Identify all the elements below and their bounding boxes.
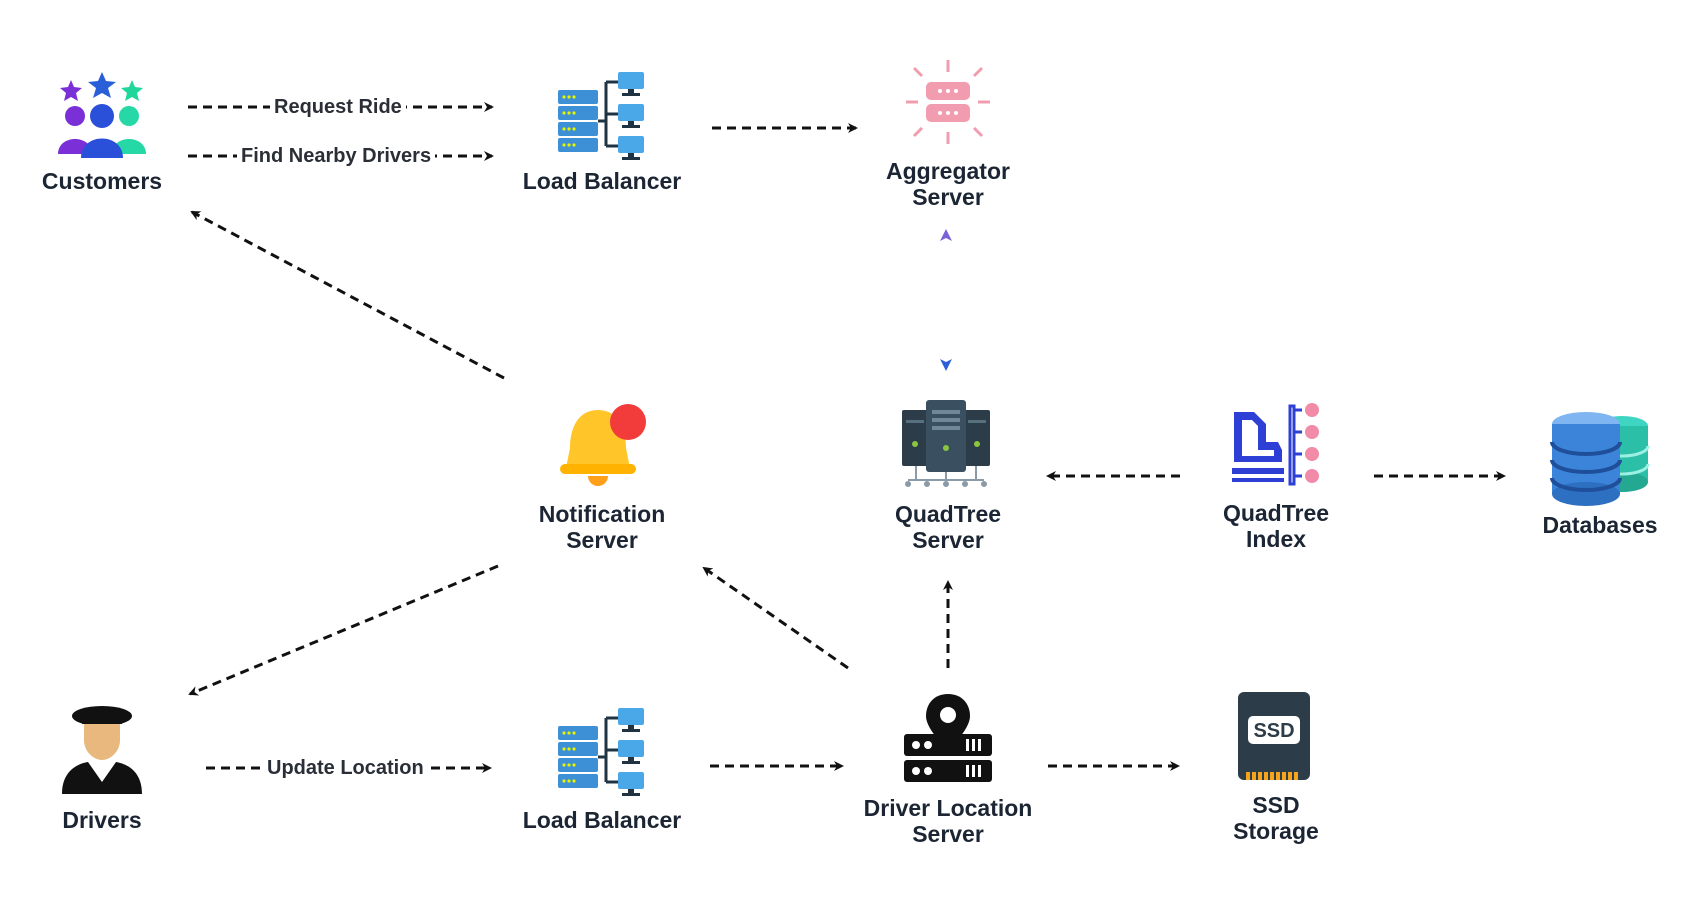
driver-icon [62,706,142,794]
load-balancer-top-label: Load Balancer [522,168,682,194]
quadtree-server-label: QuadTree Server [894,501,1002,553]
quadtree-index-icon [1232,403,1319,486]
driver-location-server-icon [904,694,992,782]
quadtree-index-label: QuadTree Index [1222,500,1330,552]
edge-label-update-location: Update Location [263,757,428,779]
quadtree-server-icon [902,400,990,487]
ssd-storage-label: SSD Storage [1233,792,1319,844]
aggregator-icon [906,60,990,144]
customers-group-icon [58,72,146,158]
edge-label-request-ride: Request Ride [270,96,406,118]
arrow-notification-to-drivers [188,564,499,696]
aggregator-server-label: Aggregator Server [886,158,1010,210]
ssd-chip-text: SSD [1253,720,1294,742]
ssd-icon: SSD [1238,692,1310,780]
driver-location-server-label: Driver Location Server [863,795,1033,847]
customers-label: Customers [41,168,163,194]
edge-label-find-nearby-drivers: Find Nearby Drivers [237,145,436,167]
notification-bell-icon [560,404,646,486]
load-balancer-bottom-label: Load Balancer [522,807,682,833]
databases-icon [1550,412,1650,506]
load-balancer-bottom-icon [558,708,644,796]
databases-label: Databases [1542,512,1658,538]
arrow-location-to-notification [702,566,849,670]
notification-server-label: Notification Server [538,501,666,553]
load-balancer-top-icon [558,72,644,160]
drivers-label: Drivers [62,807,142,833]
arrow-notification-to-customers [190,210,505,380]
